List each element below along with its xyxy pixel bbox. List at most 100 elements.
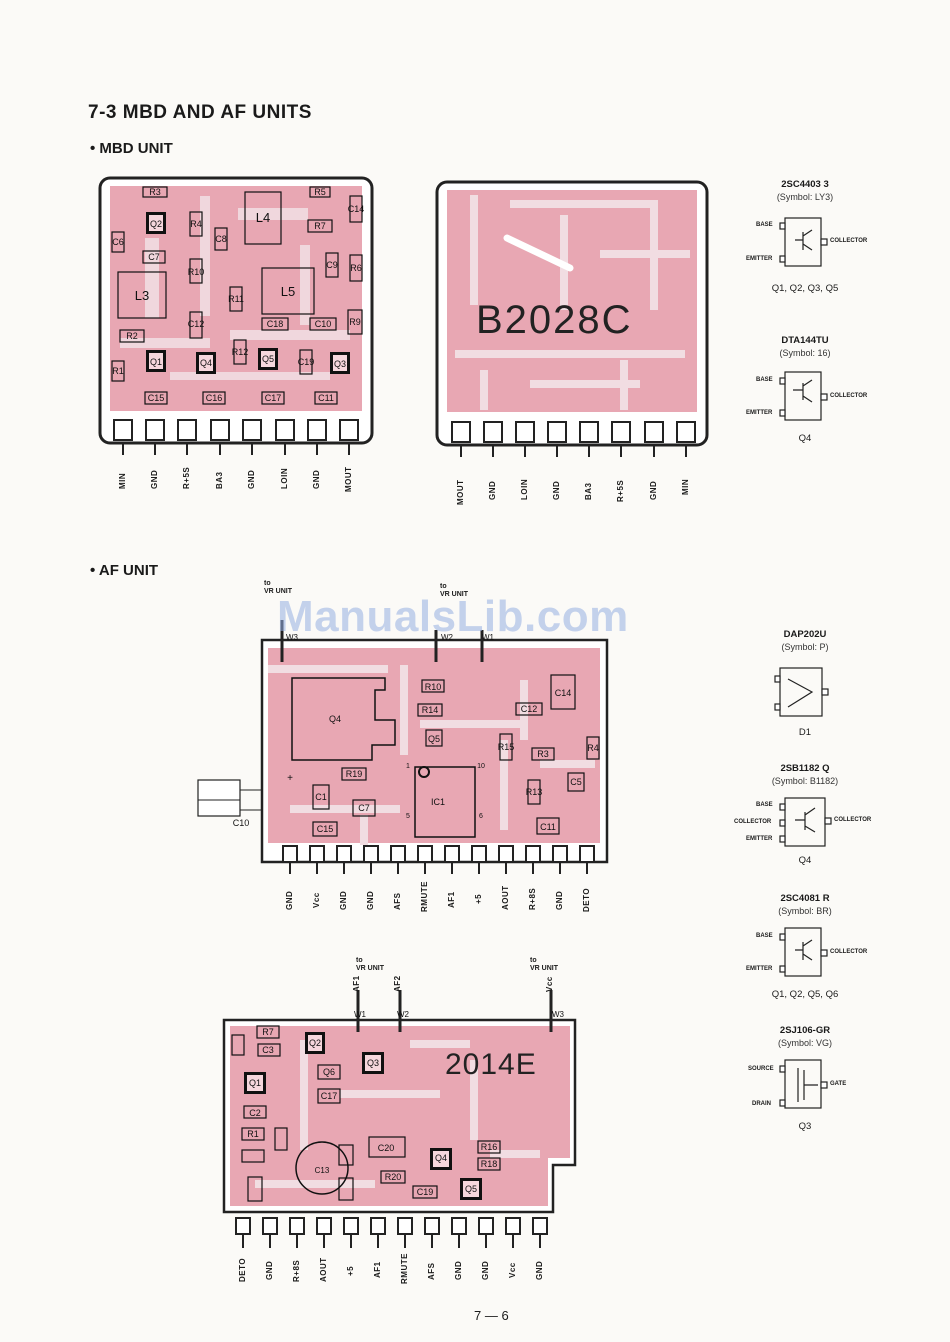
af-back-to-vr-w3: to VR UNIT — [530, 957, 558, 972]
af-back-vr-af2: AF2 — [393, 975, 402, 992]
mbd-front-pin-2: GND — [150, 469, 159, 489]
svg-text:Q3: Q3 — [367, 1058, 379, 1068]
svg-text:C17: C17 — [321, 1091, 338, 1101]
svg-text:W2: W2 — [397, 1010, 410, 1019]
svg-text:W1: W1 — [354, 1010, 367, 1019]
svg-text:R14: R14 — [422, 705, 439, 715]
svg-text:C20: C20 — [378, 1143, 395, 1153]
svg-text:Q1: Q1 — [150, 357, 162, 367]
svg-text:R10: R10 — [425, 682, 442, 692]
svg-text:Q4: Q4 — [329, 714, 341, 724]
svg-text:Q4: Q4 — [200, 358, 212, 368]
svg-text:C6: C6 — [112, 237, 124, 247]
mbd-front-pin-1: MIN — [118, 472, 127, 489]
mbd-back-pin-7: GND — [649, 480, 658, 500]
af-front-pin-8: +5 — [474, 893, 483, 904]
svg-text:R2: R2 — [126, 331, 138, 341]
mbd-back-pin-2: GND — [488, 480, 497, 500]
svg-text:R10: R10 — [188, 267, 205, 277]
svg-text:Q5: Q5 — [428, 734, 440, 744]
part-2sj106-drain: DRAIN — [752, 1101, 771, 1107]
svg-text:L4: L4 — [256, 210, 270, 225]
part-dta144tu: DTA144TU (Symbol: 16) — [779, 335, 831, 358]
page-number: 7 — 6 — [474, 1308, 509, 1323]
af-front-pin-1: GND — [285, 890, 294, 910]
af-front-pin-2: Vcc — [312, 892, 321, 908]
part-2sj106-usage: Q3 — [798, 1121, 812, 1132]
svg-text:C16: C16 — [206, 393, 223, 403]
part-2sc4081-base: BASE — [756, 933, 773, 939]
svg-text:Q2: Q2 — [150, 219, 162, 229]
svg-text:R3: R3 — [537, 749, 549, 759]
svg-text:Q3: Q3 — [334, 359, 346, 369]
svg-text:R6: R6 — [350, 263, 362, 273]
mbd-front-pin-6: LOIN — [280, 467, 289, 489]
svg-text:Q5: Q5 — [262, 354, 274, 364]
svg-text:L3: L3 — [135, 288, 149, 303]
part-dta144tu-base: BASE — [756, 377, 773, 383]
svg-text:IC1: IC1 — [431, 797, 445, 807]
af-back-pin-1: DETO — [238, 1257, 247, 1282]
af-back-board-code: 2014E — [445, 1048, 537, 1081]
svg-text:C7: C7 — [358, 803, 370, 813]
part-2sc4081-emitter: EMITTER — [746, 966, 773, 972]
af-back-pin-5: +5 — [346, 1265, 355, 1276]
af-back-pin-12: GND — [535, 1260, 544, 1280]
svg-text:R3: R3 — [149, 187, 161, 197]
svg-text:R16: R16 — [481, 1142, 498, 1152]
svg-text:C15: C15 — [148, 393, 165, 403]
af-front-pin-6: RMUTE — [420, 881, 429, 912]
part-2sb1182-emitter: EMITTER — [746, 836, 773, 842]
svg-text:C13: C13 — [315, 1166, 330, 1175]
svg-text:C1: C1 — [315, 792, 327, 802]
svg-text:R1: R1 — [247, 1129, 259, 1139]
svg-text:C19: C19 — [417, 1187, 434, 1197]
svg-text:C5: C5 — [570, 777, 582, 787]
svg-text:C17: C17 — [265, 393, 282, 403]
svg-text:Q5: Q5 — [465, 1184, 477, 1194]
af-front-pin-10: R+8S — [528, 887, 537, 910]
svg-text:R1: R1 — [112, 366, 124, 376]
svg-text:W3: W3 — [286, 633, 299, 642]
af-back-pin-6: AF1 — [373, 1261, 382, 1278]
svg-text:R15: R15 — [498, 742, 515, 752]
part-dta144tu-usage: Q4 — [798, 433, 812, 444]
mbd-back-pin-5: BA3 — [584, 482, 593, 500]
af-back-pin-2: GND — [265, 1260, 274, 1280]
svg-text:C2: C2 — [249, 1108, 261, 1118]
svg-text:R18: R18 — [481, 1159, 498, 1169]
mbd-unit-title: • MBD UNIT — [90, 140, 173, 157]
part-2sc4081-collector: COLLECTOR — [830, 949, 868, 955]
svg-text:1: 1 — [406, 763, 410, 770]
watermark: ManualsLib.com — [277, 592, 629, 641]
af-front-pin-4: GND — [366, 890, 375, 910]
part-2sc4081: 2SC4081 R (Symbol: BR) — [778, 893, 832, 916]
part-2sj106: 2SJ106-GR (Symbol: VG) — [777, 1025, 832, 1048]
af-front-to-vr-w3: to VR UNIT — [264, 580, 292, 595]
part-2sc4403-emitter: EMITTER — [746, 256, 773, 262]
mbd-back-pin-4: GND — [552, 480, 561, 500]
af-back-pin-10: GND — [481, 1260, 490, 1280]
svg-text:R9: R9 — [349, 317, 361, 327]
af-back-pin-8: AFS — [427, 1262, 436, 1281]
part-2sc4081-usage: Q1, Q2, Q5, Q6 — [771, 989, 839, 1000]
svg-text:R13: R13 — [526, 787, 543, 797]
svg-text:C3: C3 — [262, 1045, 274, 1055]
part-dta144tu-emitter: EMITTER — [746, 410, 773, 416]
svg-text:C14: C14 — [555, 688, 572, 698]
svg-text:C12: C12 — [521, 704, 538, 714]
part-2sb1182-collector-left: COLLECTOR — [734, 819, 772, 825]
part-2sc4403: 2SC4403 3 (Symbol: LY3) — [776, 179, 834, 202]
af-front-pin-5: AFS — [393, 892, 402, 911]
mbd-front-pin-8: MOUT — [344, 466, 353, 492]
mbd-back-pin-8: MIN — [681, 478, 690, 495]
svg-text:R5: R5 — [314, 187, 326, 197]
section-title: 7-3 MBD AND AF UNITS — [88, 102, 312, 123]
svg-text:R12: R12 — [232, 347, 249, 357]
af-front-pin-9: AOUT — [501, 885, 510, 910]
svg-text:W3: W3 — [552, 1010, 565, 1019]
mbd-back-pin-3: LOIN — [520, 478, 529, 500]
svg-text:6: 6 — [479, 813, 483, 820]
part-2sj106-source: SOURCE — [748, 1066, 774, 1072]
